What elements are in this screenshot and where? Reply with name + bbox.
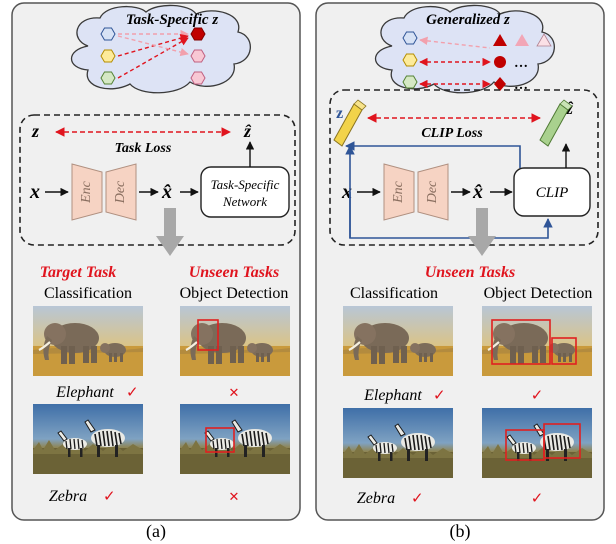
- decoder-label-a: Dec: [113, 180, 128, 204]
- check-icon: ✓: [103, 487, 116, 505]
- task-specific-network-box: [200, 166, 290, 218]
- hexagon-blue-icon: [100, 27, 116, 41]
- decoder-block-b: [417, 163, 449, 221]
- hexagon-blue-icon: [402, 31, 418, 45]
- input-x-b: x: [341, 181, 352, 203]
- decoder-block-a: [105, 163, 137, 221]
- clip-loss-label: CLIP Loss: [421, 126, 483, 141]
- bbox: [197, 319, 219, 351]
- network-label-line1: Task-Specific: [211, 177, 280, 192]
- zebra-image-a1: [32, 403, 144, 475]
- object-detection-label-b: Object Detection: [484, 285, 593, 302]
- elephant-image-b1: [341, 304, 455, 378]
- encoder-label-a: Enc: [79, 180, 94, 204]
- model-box-b: [329, 89, 599, 246]
- hexagon-yellow-icon: [100, 49, 116, 63]
- network-label-line2: Network: [222, 194, 267, 209]
- cloud-a: [70, 4, 251, 94]
- task-loss-label: Task Loss: [115, 141, 172, 156]
- down-arrow-b: [468, 208, 496, 256]
- check-icon: ✓: [126, 383, 139, 401]
- cloud-title-b: Generalized z: [426, 12, 510, 28]
- classification-label-b: Classification: [350, 285, 438, 302]
- down-arrow-a: [156, 208, 184, 256]
- check-icon: ✓: [411, 489, 424, 507]
- check-icon: ✓: [433, 386, 446, 404]
- target-task-heading: Target Task: [40, 264, 117, 281]
- classification-label-a: Classification: [44, 285, 132, 302]
- zebra-image-b1: [342, 407, 454, 479]
- check-icon: ✓: [531, 386, 544, 404]
- hexagon-green-icon: [402, 75, 418, 89]
- cloud-title-a: Task-Specific z: [126, 12, 219, 28]
- clip-label: CLIP: [536, 185, 569, 201]
- check-icon: ✓: [531, 489, 544, 507]
- encoder-label-b: Enc: [391, 180, 406, 204]
- z-hat-embedding-bar-top: [559, 99, 573, 111]
- hexagon-yellow-icon: [402, 53, 418, 67]
- bbox: [491, 319, 551, 365]
- panel-b: Generalized z … … z ẑ CLIP Loss x Enc De…: [315, 2, 605, 521]
- diamond-red-icon: [494, 77, 506, 91]
- encoder-block-a: [71, 163, 103, 221]
- triangle-red-icon: [493, 34, 507, 46]
- caption-a: (a): [146, 521, 166, 542]
- clip-box: [513, 167, 591, 217]
- hexagon-target-red-icon: [190, 27, 206, 41]
- latent-z-hat-a: ẑ: [243, 121, 252, 141]
- model-box-a: [19, 114, 296, 246]
- elephant-image-b2: [480, 304, 594, 378]
- triangle-light-icon: [536, 33, 552, 47]
- link-arrow: [419, 36, 491, 49]
- recon-x-hat-a: x̂: [161, 181, 172, 203]
- hexagon-pink-icon: [190, 49, 206, 63]
- ellipsis: …: [514, 56, 528, 71]
- circle-red-icon: [494, 56, 506, 68]
- recon-x-hat-b: x̂: [472, 181, 483, 203]
- link-arrow: [117, 35, 189, 57]
- bbox: [543, 423, 581, 459]
- zebra-image-b2: [481, 407, 593, 479]
- cross-icon: ✕: [229, 386, 240, 401]
- label-zebra-a: Zebra: [49, 488, 87, 505]
- unseen-tasks-heading-a: Unseen Tasks: [189, 264, 280, 281]
- label-elephant-a: Elephant: [55, 384, 114, 401]
- panel-a: Task-Specific z z ẑ Task Loss x Enc Dec …: [11, 2, 301, 521]
- label-zebra-b: Zebra: [357, 490, 395, 507]
- encoder-block-b: [383, 163, 415, 221]
- triangle-pink-icon: [515, 34, 529, 46]
- blue-arrow-clip-to-z: [345, 141, 521, 168]
- caption-b: (b): [450, 521, 471, 542]
- latent-z-a: z: [31, 121, 39, 141]
- bbox: [551, 337, 577, 365]
- panel-b-frame: [315, 2, 605, 521]
- elephant-image-a2: [178, 304, 292, 378]
- cross-icon: ✕: [229, 490, 240, 505]
- hexagon-pink-icon: [190, 71, 206, 85]
- label-elephant-b: Elephant: [363, 387, 422, 404]
- z-embedding-bar-top: [353, 99, 367, 111]
- unseen-tasks-heading-b: Unseen Tasks: [425, 264, 516, 281]
- hexagon-green-icon: [100, 71, 116, 85]
- latent-z-b: z: [336, 105, 343, 122]
- object-detection-label-a: Object Detection: [180, 285, 289, 302]
- input-x-a: x: [29, 181, 40, 203]
- elephant-image-a1: [31, 304, 145, 378]
- decoder-label-b: Dec: [425, 180, 440, 204]
- link-arrow: [117, 34, 189, 57]
- zebra-image-a2: [179, 403, 291, 475]
- bbox: [205, 427, 235, 453]
